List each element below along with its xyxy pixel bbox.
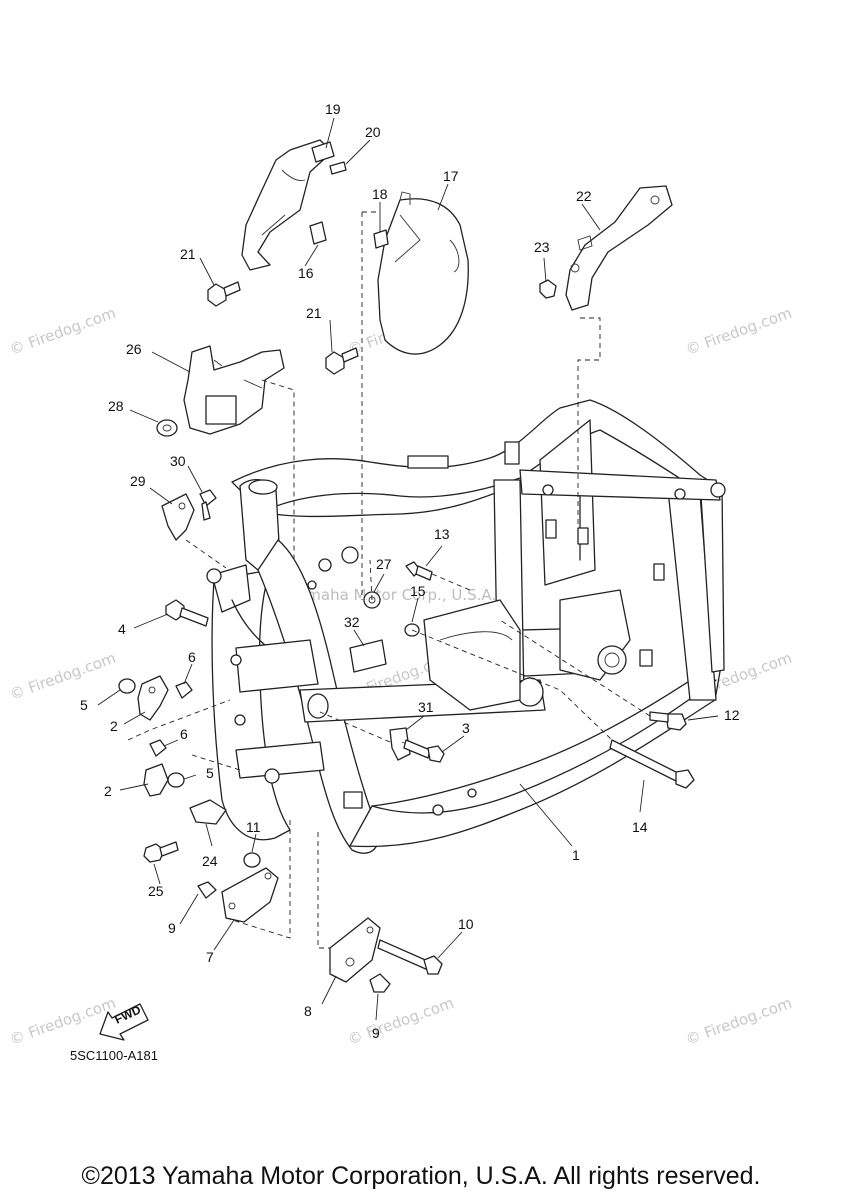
part-22-stay — [565, 185, 673, 311]
part-6-bolt-b — [149, 739, 167, 757]
part-12-bolt — [649, 711, 687, 731]
part-5-washer-b — [167, 772, 185, 788]
callout-3: 3 — [462, 720, 470, 736]
callout-27: 27 — [376, 556, 392, 572]
part-3-bolt — [403, 739, 445, 763]
diagram-code: 5SC1100-A181 — [70, 1048, 158, 1063]
callout-9-left: 9 — [168, 920, 176, 936]
callout-6-mid: 6 — [180, 726, 188, 742]
watermark-center-bottom: © Firedog.com — [345, 994, 456, 1049]
callout-1: 1 — [572, 847, 580, 863]
part-14-long-bolt — [609, 739, 695, 789]
callout-17: 17 — [443, 168, 459, 184]
watermark-left-top: © Firedog.com — [7, 304, 118, 359]
callout-21-mid: 21 — [306, 305, 322, 321]
callouts: 19 20 16 21 17 18 22 23 21 26 28 30 29 4… — [80, 101, 740, 1041]
callout-4: 4 — [118, 621, 126, 637]
part-8-plate — [329, 917, 381, 983]
callout-19: 19 — [325, 101, 341, 117]
part-30-bolt — [199, 489, 217, 521]
copyright-notice: ©2013 Yamaha Motor Corporation, U.S.A. A… — [81, 1162, 761, 1190]
callout-20: 20 — [365, 124, 381, 140]
callout-15: 15 — [410, 583, 426, 599]
leader-lines — [97, 117, 719, 1021]
callout-5-top: 5 — [80, 697, 88, 713]
part-20-clip — [329, 161, 347, 175]
callout-31: 31 — [418, 699, 434, 715]
part-24-bracket — [189, 799, 227, 825]
part-10-bolt — [377, 939, 443, 975]
watermarks: © Firedog.com © Firedog.com © Firedog.co… — [7, 304, 794, 1049]
part-19-cover-bracket — [241, 139, 335, 271]
part-2-bracket-a — [137, 675, 169, 721]
watermark-left-mid: © Firedog.com — [7, 649, 118, 704]
callout-23: 23 — [534, 239, 550, 255]
part-5-washer-a — [118, 678, 136, 694]
callout-5-bottom: 5 — [206, 765, 214, 781]
part-4-bolt — [165, 599, 209, 627]
assembly-lines — [127, 211, 651, 949]
part-25-bolt — [143, 841, 179, 863]
part-16-damper — [309, 221, 327, 245]
callout-29: 29 — [130, 473, 146, 489]
part-26-bracket — [183, 345, 285, 435]
part-18-grommet — [373, 229, 389, 249]
part-17-side-cover — [377, 191, 469, 355]
callout-2-top: 2 — [110, 718, 118, 734]
callout-14: 14 — [632, 819, 648, 835]
part-11-washer — [243, 852, 261, 868]
watermark-right-bottom: © Firedog.com — [683, 994, 794, 1049]
part-29-clamp — [161, 493, 195, 541]
part-6-bolt-a — [175, 681, 193, 699]
watermark-center-text: Yamaha Motor Corp., U.S.A. — [289, 586, 496, 604]
callout-28: 28 — [108, 398, 124, 414]
callout-7: 7 — [206, 949, 214, 965]
callout-32: 32 — [344, 614, 360, 630]
part-21-bolt-b — [325, 347, 359, 375]
callout-24: 24 — [202, 853, 218, 869]
callout-21-top: 21 — [180, 246, 196, 262]
callout-6-top: 6 — [188, 649, 196, 665]
callout-26: 26 — [126, 341, 142, 357]
callout-18: 18 — [372, 186, 388, 202]
callout-2-bottom: 2 — [104, 783, 112, 799]
callout-22: 22 — [576, 188, 592, 204]
part-28-nut — [156, 419, 178, 437]
main-frame — [206, 399, 726, 854]
callout-8: 8 — [304, 1003, 312, 1019]
watermark-left-bottom: © Firedog.com — [7, 994, 118, 1049]
frame-exploded-diagram: © Firedog.com © Firedog.com © Firedog.co… — [7, 101, 794, 1063]
callout-25: 25 — [148, 883, 164, 899]
callout-30: 30 — [170, 453, 186, 469]
part-32-label — [349, 639, 387, 673]
part-13-bolt — [405, 561, 433, 581]
callout-13: 13 — [434, 526, 450, 542]
part-9-bolt-b — [369, 973, 391, 993]
callout-16: 16 — [298, 265, 314, 281]
watermark-right-top: © Firedog.com — [683, 304, 794, 359]
callout-12: 12 — [724, 707, 740, 723]
part-23-bolt — [539, 279, 557, 299]
part-2-bracket-b — [143, 763, 169, 797]
callout-10: 10 — [458, 916, 474, 932]
part-7-plate — [221, 867, 279, 923]
part-9-bolt-a — [197, 881, 217, 899]
callout-11: 11 — [246, 819, 261, 835]
part-21-bolt-a — [207, 281, 241, 307]
callout-9-right: 9 — [372, 1025, 380, 1041]
